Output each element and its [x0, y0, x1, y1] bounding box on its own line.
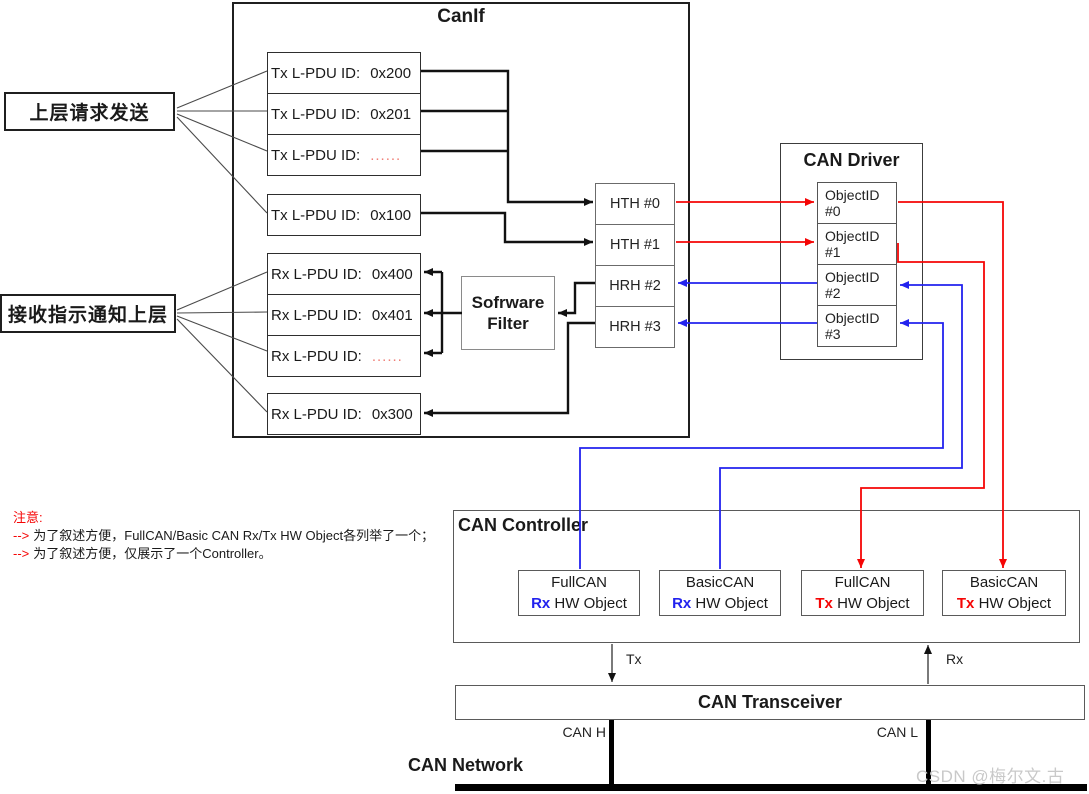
rx-pdu-label: Rx L-PDU ID: — [271, 347, 362, 365]
tx-pdu-label: Tx L-PDU ID: — [271, 146, 361, 164]
hth-1: HTH #1 — [596, 224, 674, 265]
hw-object-type: BasicCAN — [685, 574, 755, 591]
tx-pdu-0x100-box: Tx L-PDU ID: 0x100 — [267, 194, 421, 236]
tx-pdu-row: Tx L-PDU ID: 0x201 — [268, 93, 420, 134]
tx-pdu-value: 0x201 — [370, 105, 412, 123]
objectid-2: ObjectID #2 — [818, 264, 896, 305]
note-arrow: --> — [13, 546, 30, 561]
note-line: -->为了叙述方便，仅展示了一个Controller。 — [13, 545, 473, 563]
hw-object-type: BasicCAN — [969, 574, 1039, 591]
tx-pdu-value: 0x100 — [370, 206, 412, 224]
note-text: 为了叙述方便，仅展示了一个Controller。 — [33, 546, 272, 561]
can-controller-title: CAN Controller — [458, 515, 588, 535]
basiccan-rx-hw-object: BasicCAN Rx HW Object — [659, 570, 781, 616]
tx-pdu-value: 0x200 — [370, 64, 412, 82]
fullcan-rx-hw-object: FullCAN Rx HW Object — [518, 570, 640, 616]
objectid-3: ObjectID #3 — [818, 305, 896, 346]
rx-pdu-value-dots: ...... — [371, 347, 403, 365]
watermark: CSDN @梅尔文.古 — [916, 767, 1065, 786]
software-filter-box: Sofrware Filter — [461, 276, 555, 350]
software-filter-line2: Filter — [487, 314, 529, 333]
hth-hrh-stack: HTH #0 HTH #1 HRH #2 HRH #3 — [595, 183, 675, 348]
hw-object-dir-line: Rx HW Object — [531, 593, 627, 614]
hth-0: HTH #0 — [610, 196, 660, 212]
rx-pdu-row: Rx L-PDU ID: 0x400 — [268, 254, 420, 294]
hw-object-rest: HW Object — [832, 595, 910, 612]
note-arrow: --> — [13, 528, 30, 543]
can-network-label: CAN Network — [408, 755, 524, 775]
rx-pdu-label: Rx L-PDU ID: — [271, 265, 362, 283]
can-network-bus-line — [455, 784, 1087, 791]
basiccan-tx-hw-object: BasicCAN Tx HW Object — [942, 570, 1066, 616]
rx-pdu-value: 0x401 — [371, 306, 413, 324]
objectid-1: ObjectID #1 — [818, 223, 896, 264]
note-line: -->为了叙述方便，FullCAN/Basic CAN Rx/Tx HW Obj… — [13, 527, 473, 545]
hw-dir-tx: Tx — [956, 595, 975, 612]
tx-signal-label: Tx — [626, 651, 642, 667]
objectid-0: ObjectID #0 — [825, 187, 880, 219]
rx-pdu-value: 0x300 — [371, 405, 413, 423]
rx-pdu-row: Rx L-PDU ID: 0x300 — [268, 394, 420, 434]
hw-object-dir-line: Rx HW Object — [672, 593, 768, 614]
hw-object-dir-line: Tx HW Object — [815, 593, 909, 614]
rx-pdu-0x300-box: Rx L-PDU ID: 0x300 — [267, 393, 421, 435]
can-transceiver-box: CAN Transceiver — [455, 685, 1085, 720]
tx-pdu-row: Tx L-PDU ID: 0x100 — [268, 195, 420, 235]
tx-pdu-label: Tx L-PDU ID: — [271, 64, 361, 82]
note-text: 为了叙述方便，FullCAN/Basic CAN Rx/Tx HW Object… — [33, 528, 435, 543]
hw-object-rest: HW Object — [974, 595, 1052, 612]
tx-pdu-stack: Tx L-PDU ID: 0x200 Tx L-PDU ID: 0x201 Tx L… — [267, 52, 421, 176]
can-l-bus-stub — [926, 720, 931, 785]
software-filter-line1: Sofrware — [471, 292, 545, 312]
hrh-2: HRH #2 — [596, 265, 674, 306]
hw-dir-tx: Tx — [815, 595, 833, 612]
hw-dir-rx: Rx — [531, 595, 551, 612]
tx-pdu-label: Tx L-PDU ID: — [271, 105, 361, 123]
rx-signal-label: Rx — [946, 651, 964, 667]
note-block: 注意: -->为了叙述方便，FullCAN/Basic CAN Rx/Tx HW… — [13, 509, 473, 563]
hrh-3: HRH #3 — [596, 306, 674, 347]
rx-pdu-label: Rx L-PDU ID: — [271, 306, 362, 324]
hw-object-type: FullCAN — [551, 574, 607, 591]
note-heading: 注意: — [13, 510, 43, 525]
rx-pdu-stack: Rx L-PDU ID: 0x400 Rx L-PDU ID: 0x401 Rx L… — [267, 253, 421, 377]
tx-pdu-row: Tx L-PDU ID:...... — [268, 134, 420, 175]
rx-indication-label: 接收指示通知上层 — [0, 294, 176, 333]
can-h-label: CAN H — [562, 724, 606, 740]
upper-layer-tx-label: 上层请求发送 — [4, 92, 175, 131]
hw-object-rest: HW Object — [550, 595, 627, 612]
rx-pdu-value: 0x400 — [371, 265, 413, 283]
hw-object-rest: HW Object — [691, 595, 768, 612]
can-h-bus-stub — [609, 720, 614, 785]
can-transceiver-title: CAN Transceiver — [697, 692, 843, 712]
hw-object-dir-line: Tx HW Object — [957, 593, 1051, 614]
tx-pdu-row: Tx L-PDU ID: 0x200 — [268, 53, 420, 93]
tx-pdu-label: Tx L-PDU ID: — [271, 206, 361, 224]
tx-pdu-value-dots: ...... — [370, 146, 402, 164]
rx-pdu-row: Rx L-PDU ID: 0x401 — [268, 294, 420, 335]
hw-dir-rx: Rx — [672, 595, 692, 612]
rx-pdu-row: Rx L-PDU ID:...... — [268, 335, 420, 376]
rx-pdu-label: Rx L-PDU ID: — [271, 405, 362, 423]
can-driver-title: CAN Driver — [803, 150, 900, 170]
objectid-stack: ObjectID #0 ObjectID #1 ObjectID #2 Obje… — [817, 182, 897, 347]
can-l-label: CAN L — [876, 724, 918, 740]
hw-object-type: FullCAN — [834, 574, 891, 591]
canif-title: CanIf — [437, 6, 485, 27]
fullcan-tx-hw-object: FullCAN Tx HW Object — [801, 570, 924, 616]
